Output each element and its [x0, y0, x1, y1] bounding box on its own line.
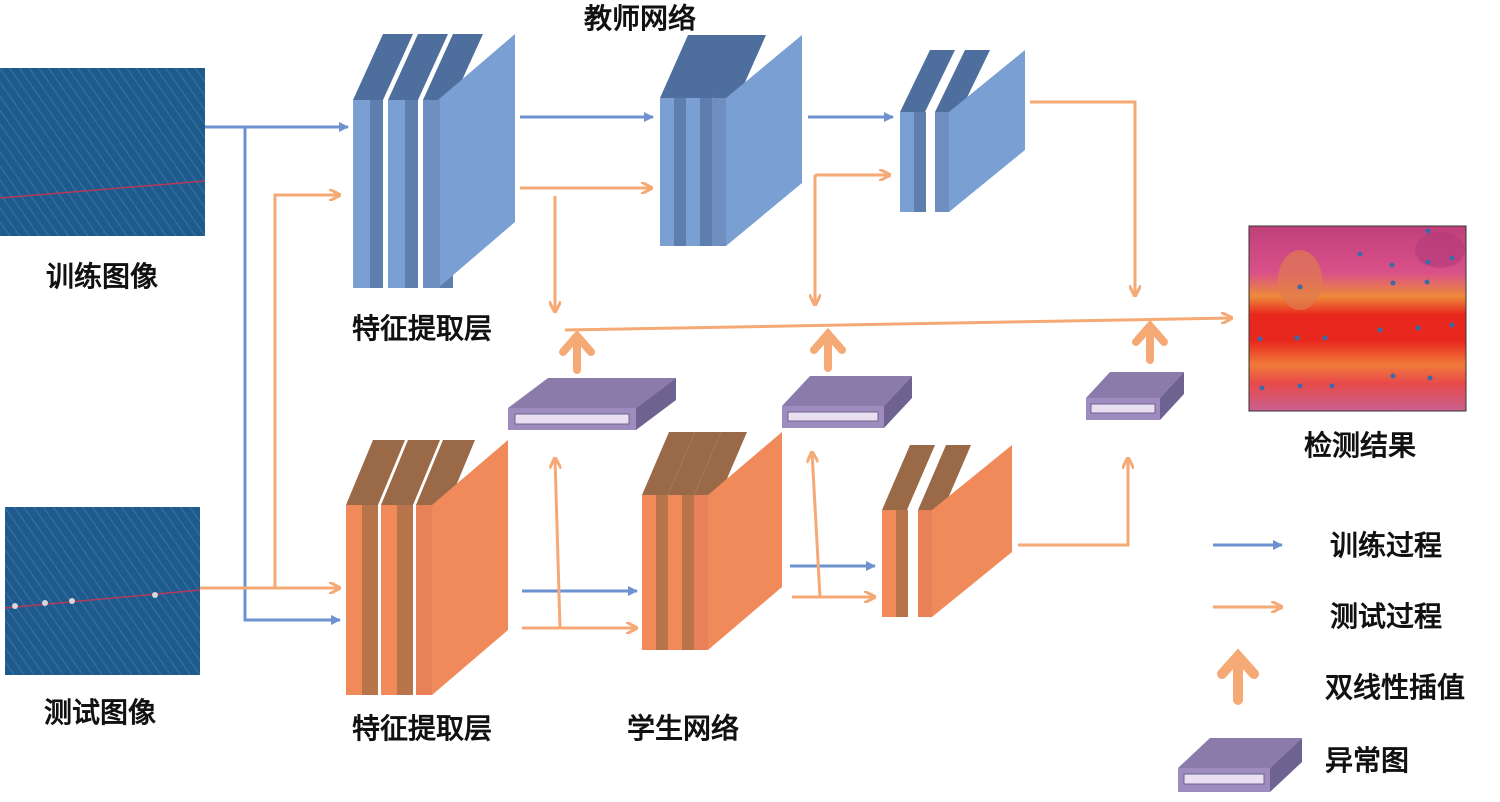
- student-block-2: [642, 432, 782, 650]
- legend-anomaly-map: 异常图: [1178, 738, 1409, 792]
- test-arrows: [200, 100, 1232, 628]
- anomaly-map-1: [508, 378, 676, 430]
- train-arrows: [205, 112, 894, 625]
- teacher-block-2: [660, 35, 802, 246]
- legend-train-process: 训练过程: [1213, 529, 1442, 562]
- detection-result-heatmap: [1248, 225, 1467, 412]
- train-image: [0, 68, 206, 236]
- student-block-1: [346, 440, 508, 695]
- legend-test-process: 测试过程: [1213, 600, 1442, 633]
- student-network-label: 学生网络: [627, 712, 739, 745]
- legend-train-process-label: 训练过程: [1330, 529, 1442, 562]
- legend: 训练过程 测试过程 双线性插值 异常图: [1178, 529, 1465, 792]
- test-image-label: 测试图像: [44, 696, 157, 729]
- train-image-label: 训练图像: [46, 260, 159, 293]
- feature-layer-bottom-label: 特征提取层: [352, 712, 492, 745]
- anomaly-map-2: [782, 376, 912, 428]
- legend-bilinear-interp-label: 双线性插值: [1325, 671, 1465, 704]
- student-block-3: [882, 445, 1012, 617]
- detection-result-label: 检测结果: [1304, 429, 1416, 462]
- teacher-block-3: [900, 50, 1025, 212]
- legend-anomaly-map-label: 异常图: [1325, 744, 1409, 777]
- feature-layer-top-label: 特征提取层: [352, 312, 492, 345]
- test-image: [4, 507, 201, 675]
- teacher-block-1: [353, 34, 515, 288]
- teacher-network-label: 教师网络: [584, 2, 696, 35]
- bilinear-arrows: [559, 319, 1168, 374]
- anomaly-map-3: [1086, 372, 1184, 420]
- legend-test-process-label: 测试过程: [1330, 600, 1442, 633]
- legend-bilinear-interp: 双线性插值: [1217, 648, 1465, 705]
